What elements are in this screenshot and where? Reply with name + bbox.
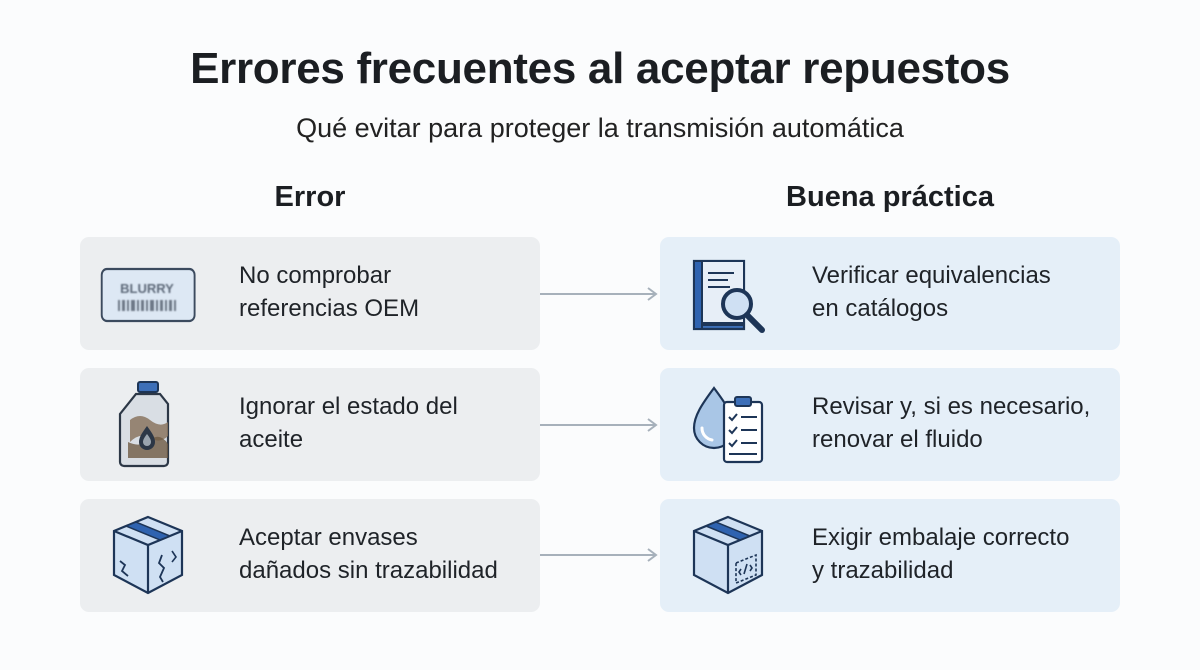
good-card-fluid: Revisar y, si es necesario, renovar el f… <box>660 368 1120 481</box>
error-text-line2: referencias OEM <box>239 295 420 322</box>
catalog-search-icon <box>680 249 776 339</box>
error-text-line1: Aceptar envases <box>239 524 418 551</box>
blurry-label-icon: BLURRY <box>100 249 196 339</box>
error-text: Aceptar envases dañados sin trazabilidad <box>239 521 534 587</box>
error-text-line2: aceite <box>239 426 304 453</box>
error-text-line2: dañados sin trazabilidad <box>239 557 498 584</box>
good-text-line2: renovar el fluido <box>812 426 983 453</box>
good-text: Exigir embalaje correcto y trazabilidad <box>812 521 1112 587</box>
arrow-row3 <box>540 545 660 565</box>
error-text-line1: Ignorar el estado del <box>239 393 458 420</box>
good-card-catalog: Verificar equivalencias en catálogos <box>660 237 1120 350</box>
good-text-line1: Revisar y, si es necesario, <box>812 393 1091 420</box>
good-text-line2: en catálogos <box>812 295 949 322</box>
error-card-packaging: Aceptar envases dañados sin trazabilidad <box>80 499 540 612</box>
dirty-oil-bottle-icon <box>100 380 196 470</box>
good-text-line2: y trazabilidad <box>812 557 954 584</box>
blurry-label-text: BLURRY <box>120 281 174 296</box>
good-text: Revisar y, si es necesario, renovar el f… <box>812 390 1112 456</box>
page-subtitle: Qué evitar para proteger la transmisión … <box>296 113 904 143</box>
damaged-box-icon <box>100 511 196 601</box>
traceable-box-icon <box>680 511 776 601</box>
good-card-packaging: Exigir embalaje correcto y trazabilidad <box>660 499 1120 612</box>
good-text-line1: Verificar equivalencias <box>812 262 1051 289</box>
column-heading-error: Error <box>274 181 346 213</box>
column-heading-good-practice: Buena práctica <box>786 181 994 213</box>
fluid-checklist-icon <box>680 380 776 470</box>
page-title: Errores frecuentes al aceptar repuestos <box>190 44 1010 93</box>
good-text-line1: Exigir embalaje correcto <box>812 524 1070 551</box>
arrow-row2 <box>540 415 660 435</box>
good-text: Verificar equivalencias en catálogos <box>812 259 1112 325</box>
error-text: No comprobar referencias OEM <box>239 259 534 325</box>
error-card-oem: BLURRY No comprobar referencias OEM <box>80 237 540 350</box>
arrow-row1 <box>540 284 660 304</box>
error-card-oil: Ignorar el estado del aceite <box>80 368 540 481</box>
error-text-line1: No comprobar <box>239 262 392 289</box>
error-text: Ignorar el estado del aceite <box>239 390 534 456</box>
